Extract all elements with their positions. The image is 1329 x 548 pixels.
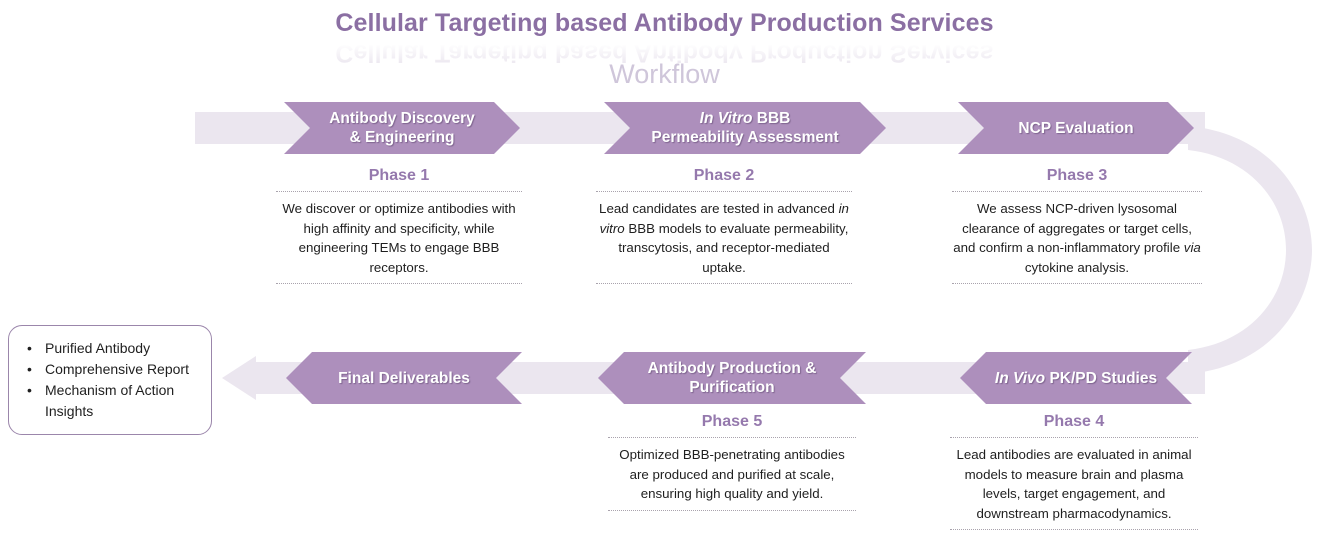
chevron-phase-4[interactable]: In Vivo PK/PD Studies xyxy=(960,352,1192,404)
phase-5-title: Phase 5 xyxy=(701,413,763,430)
phase-1-description: We discover or optimize antibodies with … xyxy=(282,201,516,275)
phase-block-1: Phase 1 We discover or optimize antibodi… xyxy=(276,166,522,284)
phase-5-divider-top xyxy=(608,437,856,438)
connector-arrowhead-left-icon xyxy=(222,356,256,400)
phase-2-title: Phase 2 xyxy=(693,167,755,184)
list-item: Mechanism of Action Insights xyxy=(23,380,201,422)
phase-2-description: Lead candidates are tested in advanced i… xyxy=(599,201,849,275)
phase-3-description: We assess NCP-driven lysosomal clearance… xyxy=(953,201,1201,275)
deliverables-list: Purified Antibody Comprehensive Report M… xyxy=(23,338,201,422)
chevron-phase-3-label: NCP Evaluation xyxy=(1018,119,1134,137)
deliverables-box: Purified Antibody Comprehensive Report M… xyxy=(8,325,212,435)
chevron-phase-5[interactable]: Antibody Production &Purification xyxy=(598,352,866,404)
phase-1-divider-top xyxy=(276,191,522,192)
chevron-phase-1-label: Antibody Discovery& Engineering xyxy=(329,110,475,146)
chevron-final-deliverables-label: Final Deliverables xyxy=(338,369,470,387)
page-title: Cellular Targeting based Antibody Produc… xyxy=(335,8,994,67)
page-subtitle: Workflow xyxy=(609,59,720,89)
phase-4-description: Lead antibodies are evaluated in animal … xyxy=(956,447,1192,521)
phase-1-divider-bottom xyxy=(276,283,522,284)
phase-4-divider-top xyxy=(950,437,1198,438)
phase-5-divider-bottom xyxy=(608,509,856,511)
chevron-final-deliverables[interactable]: Final Deliverables xyxy=(286,352,522,404)
phase-4-divider-bottom xyxy=(950,529,1198,530)
list-item: Comprehensive Report xyxy=(23,359,201,380)
phase-block-5: Phase 5 Optimized BBB-penetrating antibo… xyxy=(608,412,856,511)
page-title-text: Cellular Targeting based Antibody Produc… xyxy=(335,9,994,37)
phase-4-title: Phase 4 xyxy=(1043,413,1105,430)
phase-3-title: Phase 3 xyxy=(1046,167,1108,184)
chevron-phase-4-label: In Vivo PK/PD Studies xyxy=(994,369,1158,387)
page-title-reflection: Cellular Targeting based Antibody Produc… xyxy=(335,39,994,67)
chevron-phase-5-label: Antibody Production &Purification xyxy=(647,360,817,396)
phase-block-2: Phase 2 Lead candidates are tested in ad… xyxy=(596,166,852,284)
phase-3-divider-bottom xyxy=(952,283,1202,284)
phase-2-divider-bottom xyxy=(596,283,852,284)
connector-arc-right xyxy=(1188,126,1312,374)
list-item: Purified Antibody xyxy=(23,338,201,359)
phase-block-4: Phase 4 Lead antibodies are evaluated in… xyxy=(950,412,1198,530)
phase-block-3: Phase 3 We assess NCP-driven lysosomal c… xyxy=(952,166,1202,284)
header: Cellular Targeting based Antibody Produc… xyxy=(0,8,1329,90)
phase-1-title: Phase 1 xyxy=(368,167,430,184)
chevron-phase-3[interactable]: NCP Evaluation xyxy=(958,102,1194,154)
phase-5-description: Optimized BBB-penetrating antibodies are… xyxy=(619,447,845,501)
phase-2-divider-top xyxy=(596,191,852,192)
phase-3-divider-top xyxy=(952,191,1202,192)
chevron-phase-1[interactable]: Antibody Discovery& Engineering xyxy=(284,102,520,154)
